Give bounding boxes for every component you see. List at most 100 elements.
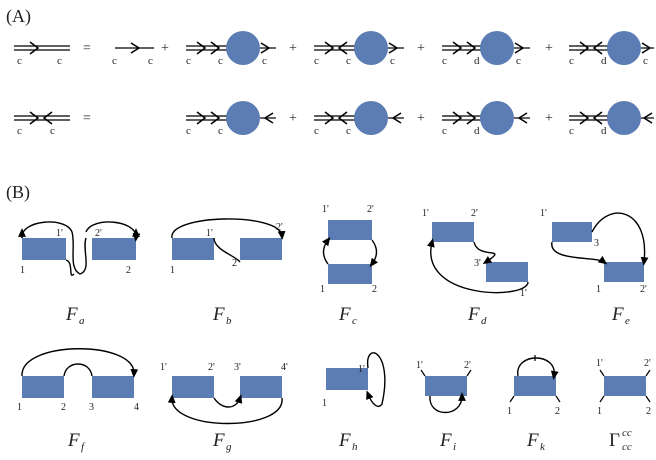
diagram-fi: 1' 2' F i: [416, 360, 472, 453]
label-fk: F: [526, 430, 539, 451]
svg-text:1': 1': [160, 362, 167, 373]
svg-text:c: c: [314, 55, 319, 67]
svg-text:c: c: [346, 55, 351, 67]
row1-term1-label-0: c: [112, 55, 117, 67]
diagram-fd: 1' 2' 3' 1' F d: [422, 208, 529, 327]
svg-text:2': 2': [464, 360, 471, 371]
label-fg: F: [212, 430, 225, 451]
self-energy-blob: [607, 31, 641, 65]
svg-text:c: c: [17, 125, 22, 137]
svg-text:1': 1': [322, 204, 329, 215]
svg-text:4': 4': [281, 362, 288, 373]
label-fe: F: [611, 304, 624, 325]
self-energy-blob: [354, 101, 388, 135]
svg-text:2': 2': [640, 284, 647, 295]
diagram-fe: 1' 3 1 2' F e: [540, 208, 649, 327]
label-fa: F: [65, 304, 78, 325]
self-energy-blob: [354, 31, 388, 65]
label-ff: F: [67, 430, 80, 451]
self-energy-blob: [226, 101, 260, 135]
svg-text:3': 3': [474, 258, 481, 269]
svg-text:+: +: [289, 111, 297, 126]
svg-text:d: d: [481, 315, 487, 327]
svg-text:c: c: [516, 55, 521, 67]
svg-text:c: c: [50, 125, 55, 137]
svg-text:2: 2: [646, 406, 651, 417]
svg-text:c: c: [352, 315, 357, 327]
diagram-fh: 1 1' F h: [322, 352, 386, 453]
self-energy-blob: [480, 31, 514, 65]
svg-text:k: k: [540, 441, 546, 453]
svg-text:1': 1': [358, 364, 365, 375]
svg-text:a: a: [79, 315, 85, 327]
row2-term5: c d: [569, 101, 654, 137]
label-fb: F: [212, 304, 225, 325]
svg-text:2': 2': [367, 204, 374, 215]
svg-text:c: c: [262, 55, 267, 67]
svg-text:c: c: [314, 125, 319, 137]
svg-text:2': 2': [276, 222, 283, 233]
row1-lhs-propagator: c c: [14, 41, 70, 67]
self-energy-blob: [607, 101, 641, 135]
row1-lhs-label-1: c: [57, 55, 62, 67]
label-fh: F: [338, 430, 351, 451]
row1-plus-3: +: [417, 41, 425, 56]
svg-text:2: 2: [61, 402, 66, 413]
svg-text:2: 2: [232, 258, 237, 269]
self-energy-blob: [480, 101, 514, 135]
label-fi: F: [439, 430, 452, 451]
svg-text:1: 1: [170, 265, 175, 276]
label-fd: F: [467, 304, 480, 325]
svg-text:e: e: [625, 315, 630, 327]
row2-term3: c c: [314, 101, 404, 137]
label-gamma: Γ: [609, 430, 620, 451]
svg-text:c: c: [186, 55, 191, 67]
row1-term1-label-1: c: [148, 55, 153, 67]
svg-text:2': 2': [471, 208, 478, 219]
svg-text:1: 1: [320, 284, 325, 295]
row1-term4: c d c: [442, 31, 530, 67]
diagram-ff: 1 2 3 4 F f: [17, 348, 139, 453]
svg-text:g: g: [226, 441, 232, 453]
svg-text:1: 1: [17, 402, 22, 413]
svg-text:2': 2': [208, 362, 215, 373]
diagram-fa: 1 1' 2' 2 F a: [18, 221, 141, 327]
row1-plus-4: +: [545, 41, 553, 56]
svg-text:d: d: [601, 125, 607, 137]
svg-text:c: c: [218, 125, 223, 137]
row2-equals: =: [83, 111, 91, 126]
svg-text:1: 1: [507, 406, 512, 417]
diagram-gamma: 1' 2' 1 2 Γ cc cc: [596, 358, 651, 453]
section-b-label: (B): [6, 182, 30, 203]
svg-text:c: c: [442, 125, 447, 137]
svg-text:h: h: [352, 441, 358, 453]
svg-text:3: 3: [89, 402, 94, 413]
diagram-fk: 1 2 F k: [507, 355, 561, 453]
svg-text:1': 1': [540, 208, 547, 219]
svg-text:+: +: [417, 111, 425, 126]
svg-text:1: 1: [597, 406, 602, 417]
svg-text:+: +: [545, 111, 553, 126]
row1-plus-1: +: [161, 41, 169, 56]
row1-term5: c d c: [569, 31, 654, 67]
svg-text:d: d: [601, 55, 607, 67]
svg-text:c: c: [346, 125, 351, 137]
label-fc: F: [338, 304, 351, 325]
row1: c c = c c + c c c +: [14, 31, 654, 67]
row1-plus-2: +: [289, 41, 297, 56]
svg-text:c: c: [569, 55, 574, 67]
svg-text:c: c: [390, 55, 395, 67]
svg-text:1': 1': [416, 360, 423, 371]
diagram-fg: 1' 2' 3' 4' F g: [160, 362, 288, 453]
svg-text:c: c: [643, 55, 648, 67]
row2-term4: c d: [442, 101, 530, 137]
svg-text:3: 3: [594, 238, 599, 249]
svg-text:i: i: [453, 441, 456, 453]
section-a-label: (A): [6, 6, 31, 27]
self-energy-blob: [226, 31, 260, 65]
svg-text:2: 2: [126, 265, 131, 276]
svg-text:1: 1: [322, 398, 327, 409]
svg-text:b: b: [226, 315, 232, 327]
svg-text:c: c: [442, 55, 447, 67]
